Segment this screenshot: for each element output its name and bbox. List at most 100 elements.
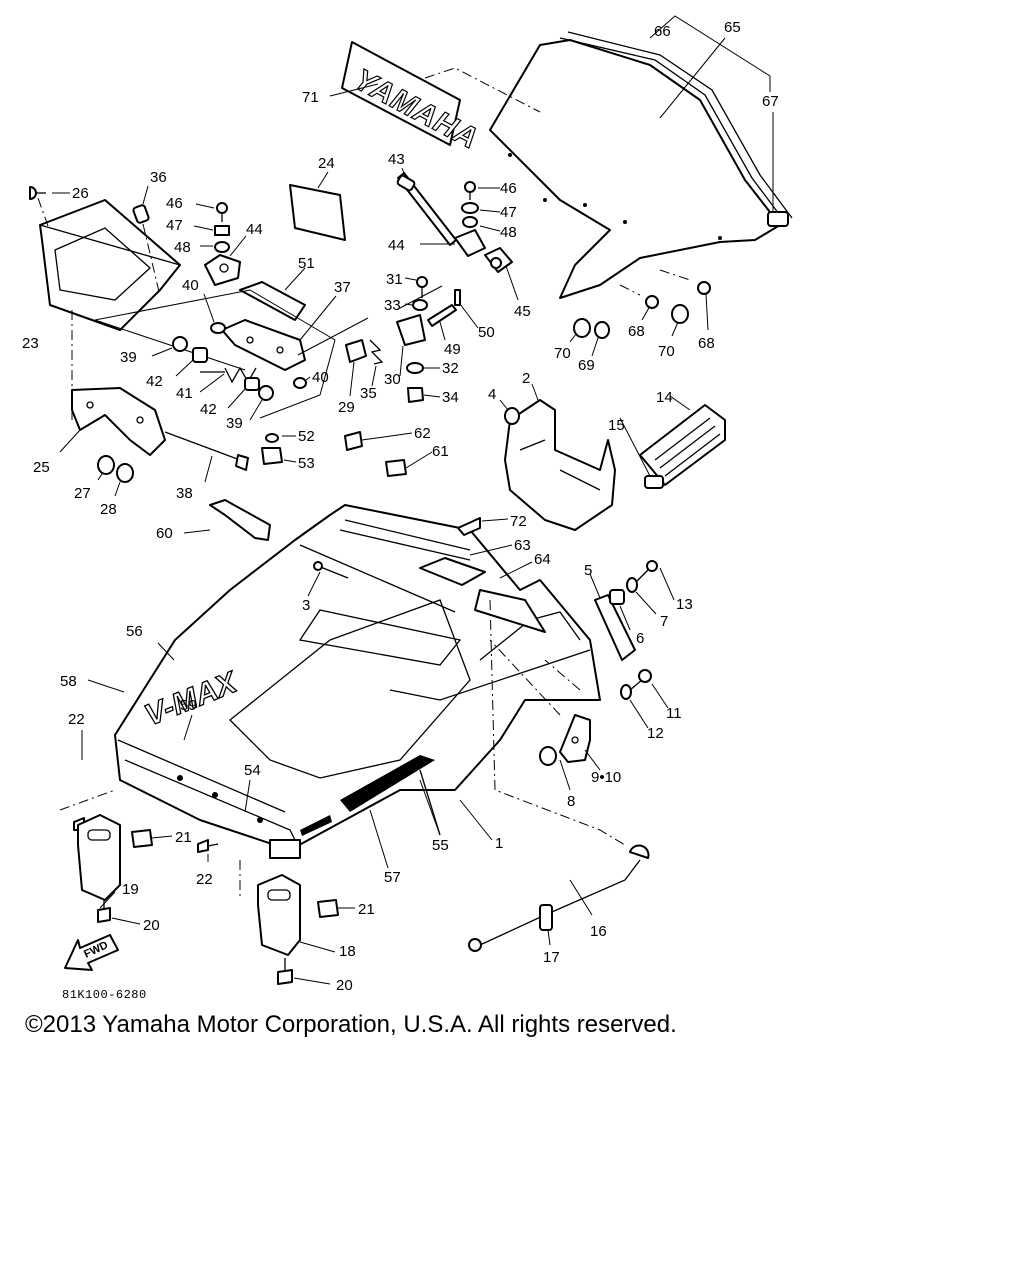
callout-24: 24: [318, 155, 335, 172]
callout-60: 60: [156, 525, 173, 542]
nut-21-left: [131, 829, 153, 848]
callout-57: 57: [384, 869, 401, 886]
callout-9-10: 9•10: [591, 769, 621, 786]
callout-66: 66: [654, 23, 671, 40]
callout-61: 61: [432, 443, 449, 460]
callout-36: 36: [150, 169, 167, 186]
grille-60: [209, 499, 271, 541]
callout-11: 11: [666, 705, 682, 722]
callout-41: 41: [176, 385, 193, 402]
washer-7: [626, 577, 638, 593]
callout-51: 51: [298, 255, 315, 272]
callout-69: 69: [578, 357, 595, 374]
callout-31: 31: [386, 271, 403, 288]
washer-32: [406, 362, 424, 374]
callout-46b: 46: [500, 180, 517, 197]
callout-53: 53: [298, 455, 315, 472]
spring-42-left: [192, 347, 208, 363]
callout-48a: 48: [174, 239, 191, 256]
callout-26: 26: [72, 185, 89, 202]
callout-44b: 44: [388, 237, 405, 254]
bolt-46-right: [464, 181, 476, 200]
hinge-44-right: [454, 229, 486, 257]
clip-62: [344, 431, 363, 451]
screw-68-right: [697, 281, 711, 295]
callout-17: 17: [543, 949, 560, 966]
mount-18: [257, 874, 301, 956]
spring-35: [369, 339, 384, 365]
callout-22b: 22: [196, 871, 213, 888]
callout-25: 25: [33, 459, 50, 476]
callout-44a: 44: [246, 221, 263, 238]
forward-arrow: FWD: [64, 934, 119, 971]
plate-24: [289, 184, 346, 241]
callout-27: 27: [74, 485, 91, 502]
callout-45: 45: [514, 303, 531, 320]
callout-40a: 40: [182, 277, 199, 294]
screw-26: [29, 186, 46, 200]
callout-70b: 70: [658, 343, 675, 360]
nut-8: [539, 746, 557, 766]
gauge-housing: [39, 199, 181, 331]
callout-49: 49: [444, 341, 461, 358]
callout-54: 54: [244, 762, 261, 779]
callout-59: 59: [180, 697, 197, 714]
bolt-22-right: [197, 839, 219, 853]
callout-14: 14: [656, 389, 673, 406]
callout-19: 19: [122, 881, 139, 898]
callout-65: 65: [724, 19, 741, 36]
screw-68-left: [645, 295, 659, 309]
callout-21b: 21: [358, 901, 375, 918]
callout-32: 32: [442, 360, 459, 377]
nut-39-left: [172, 336, 188, 352]
callout-39b: 39: [226, 415, 243, 432]
bracket-49: [427, 304, 457, 327]
nut-34: [407, 387, 424, 403]
nut-28: [116, 463, 134, 483]
callout-37: 37: [334, 279, 351, 296]
washer-47-right: [461, 202, 479, 214]
knob-29: [345, 339, 367, 363]
callout-28: 28: [100, 501, 117, 518]
callout-13: 13: [676, 596, 693, 613]
callout-20a: 20: [143, 917, 160, 934]
callout-23: 23: [22, 335, 39, 352]
callout-18: 18: [339, 943, 356, 960]
nut-70-left: [573, 318, 591, 338]
callout-4: 4: [488, 386, 496, 403]
bolt-13: [635, 560, 658, 583]
callout-labels: 1 2 3 4 5 6 7 8 9•10 11 12 13 14 15 16 1…: [22, 19, 779, 994]
nut-52: [265, 433, 279, 443]
step-pad-14: [639, 404, 726, 486]
callout-72: 72: [510, 513, 527, 530]
callout-1: 1: [495, 835, 503, 852]
callout-3: 3: [302, 597, 310, 614]
handle-5: [594, 594, 636, 661]
callout-35: 35: [360, 385, 377, 402]
callout-39a: 39: [120, 349, 137, 366]
label-72: [457, 517, 481, 536]
bolt-20-left: [97, 900, 111, 923]
callout-56: 56: [126, 623, 143, 640]
spacer-6: [609, 589, 625, 605]
callout-52: 52: [298, 428, 315, 445]
nut-48-right: [462, 216, 478, 228]
diagram-code: 81K100-6280: [62, 988, 147, 1002]
latch-plate-51: [239, 281, 306, 321]
grommet-36: [132, 204, 150, 224]
hood-body: [114, 504, 601, 859]
nut-48-left: [214, 241, 230, 253]
bolt-38: [164, 431, 249, 471]
mount-bracket-2: [504, 399, 616, 531]
callout-62: 62: [414, 425, 431, 442]
callout-42b: 42: [200, 401, 217, 418]
callout-47a: 47: [166, 217, 183, 234]
callout-43: 43: [388, 151, 405, 168]
callout-68b: 68: [698, 335, 715, 352]
nut-39-right: [258, 385, 274, 401]
windshield-clip: [767, 211, 789, 227]
washer-27: [97, 455, 115, 475]
bolt-11: [629, 669, 652, 691]
callout-64: 64: [534, 551, 551, 568]
exploded-parts-diagram: YAMAHA: [22, 15, 793, 994]
